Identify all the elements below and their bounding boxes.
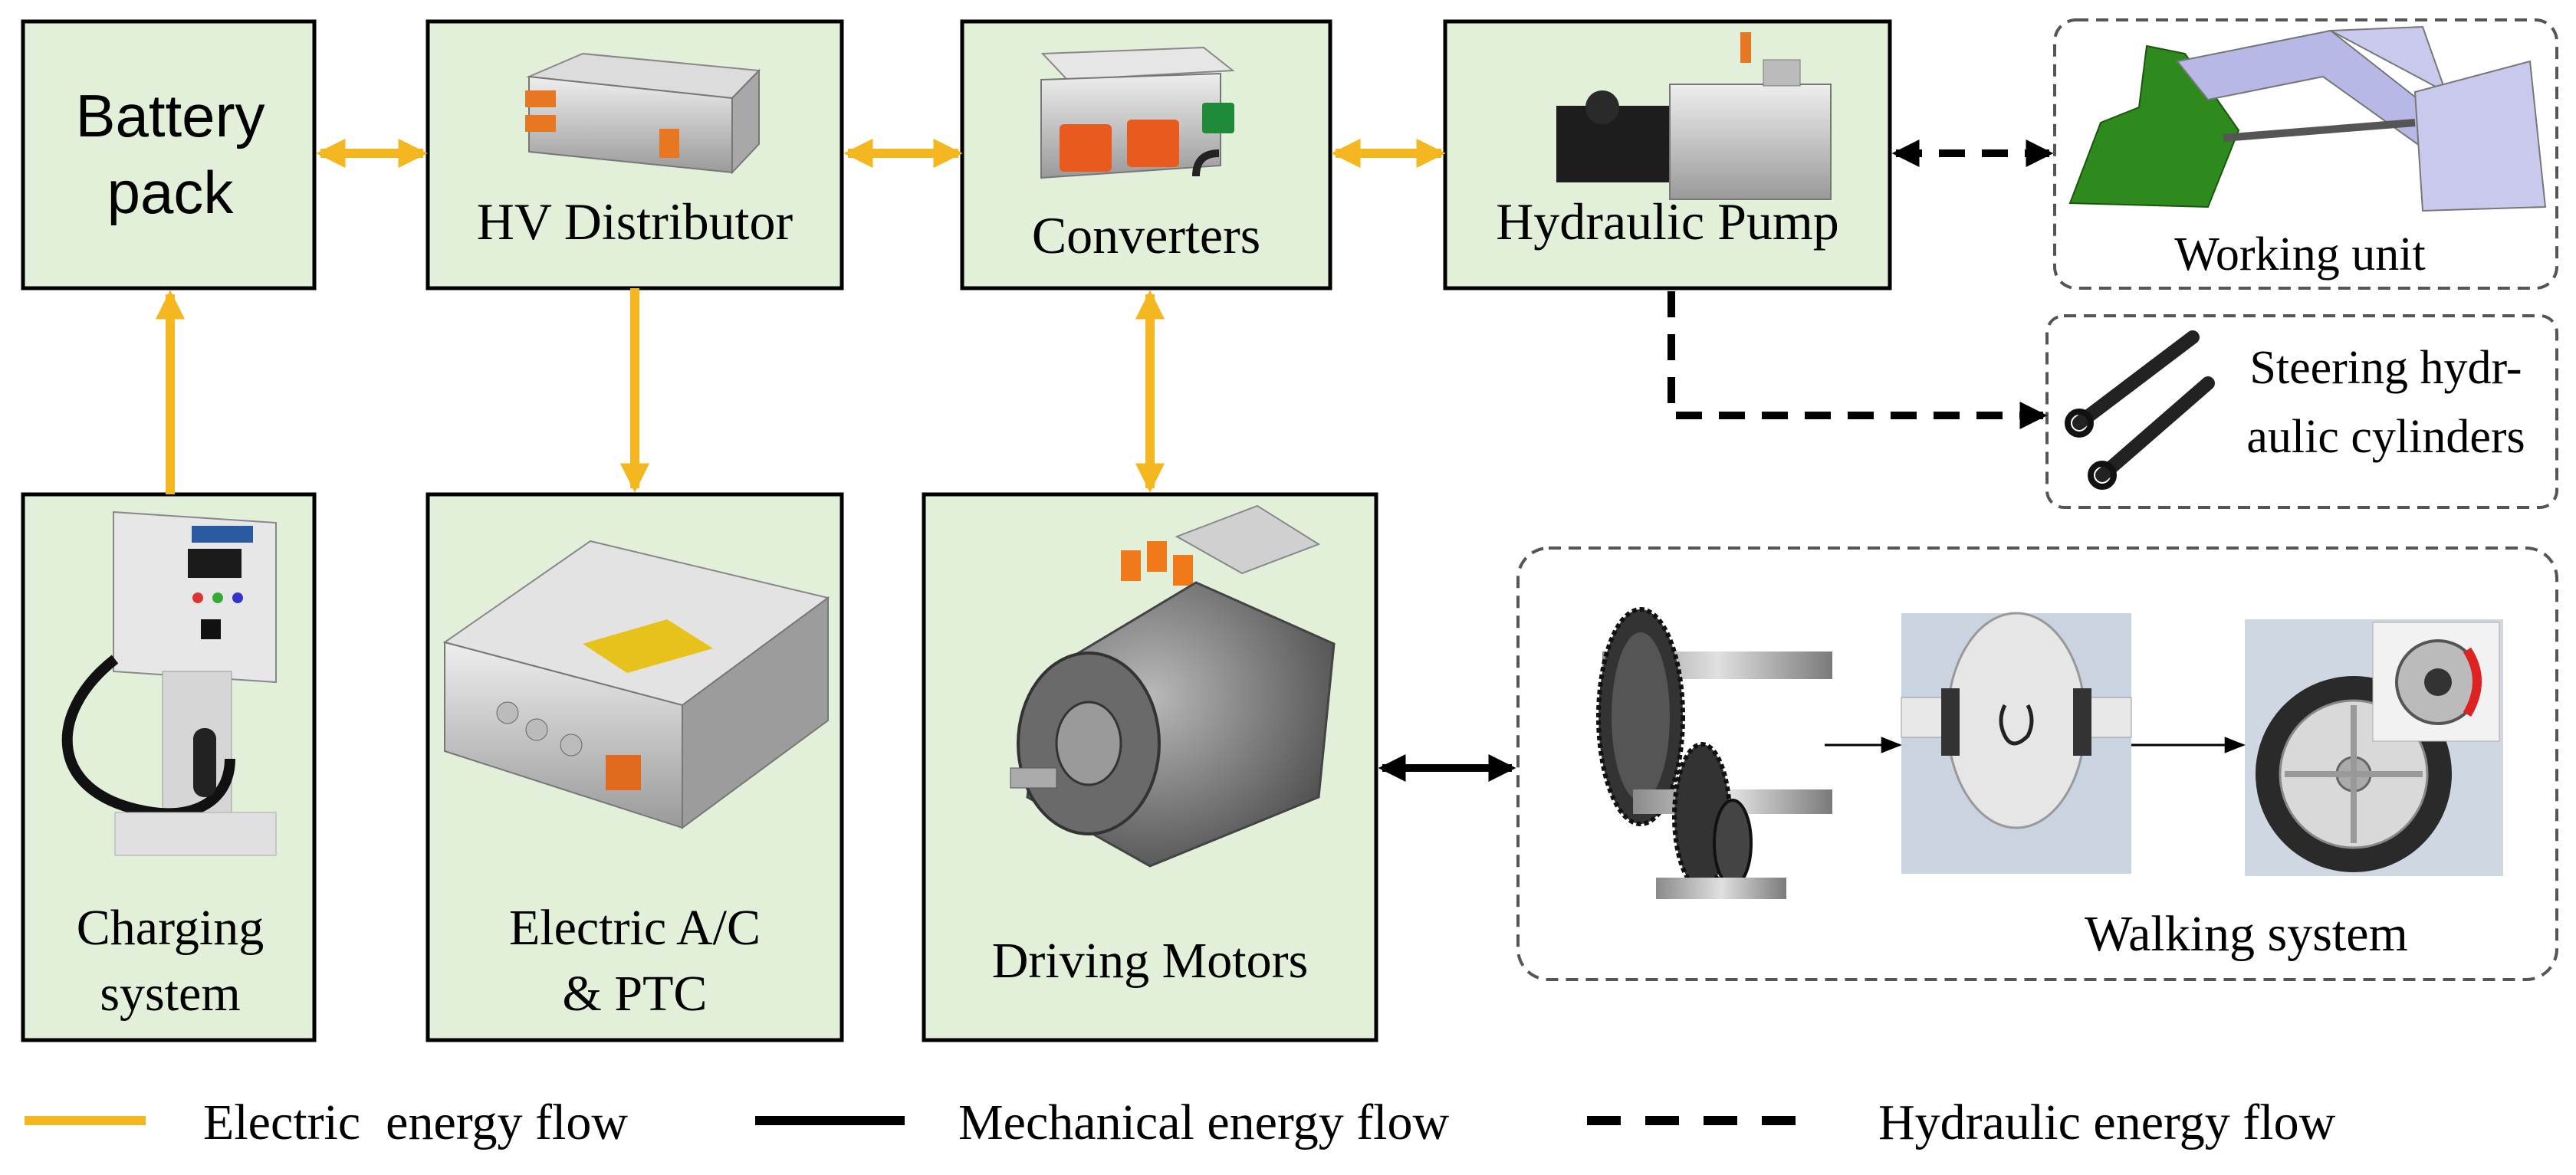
charging-station-photo-icon: [61, 510, 277, 856]
electric-flow-arrows: [155, 138, 1446, 494]
hv-distributor-photo-icon: [525, 52, 761, 175]
hydraulic-pump-photo-icon: [1556, 32, 1832, 200]
converters-box: Converters: [960, 19, 1332, 290]
electric-motor-photo-icon: [1010, 504, 1336, 868]
battery-pack-label: Battery: [75, 82, 264, 149]
legend-electric-label: Electric energy flow: [203, 1095, 628, 1150]
charging-system-label: Charging: [77, 900, 264, 956]
gear-train-photo-icon: [1596, 607, 1832, 899]
charging-system-label-line2: system: [100, 966, 240, 1022]
battery-pack-label-line2: pack: [107, 159, 235, 226]
driving-motors-box: Driving Motors: [922, 492, 1378, 1042]
electric-ac-label: Electric A/C: [509, 900, 761, 956]
walking-system-group: Walking system: [1516, 546, 2558, 981]
battery-pack-box: Battery pack: [21, 19, 317, 290]
walking-system-label: Walking system: [2085, 906, 2408, 962]
steering-label: Steering hydr-: [2249, 342, 2522, 394]
legend-mechanical-label: Mechanical energy flow: [958, 1095, 1450, 1150]
charging-system-box: Charging system: [21, 492, 317, 1042]
legend-hydraulic-label: Hydraulic energy flow: [1878, 1095, 2336, 1150]
differential-photo-icon: [1901, 612, 2132, 874]
hv-distributor-box: HV Distributor: [426, 19, 844, 290]
converter-unit-photo-icon: [1040, 46, 1235, 179]
steering-label-line2: aulic cylinders: [2246, 411, 2525, 463]
wheel-brake-photo-icon: [2245, 619, 2503, 876]
legend: Electric energy flow Mechanical energy f…: [25, 1095, 2336, 1150]
converters-label: Converters: [1032, 206, 1260, 264]
working-unit-label: Working unit: [2174, 228, 2425, 281]
electric-ac-label-line2: & PTC: [563, 966, 708, 1022]
hydraulic-pump-box: Hydraulic Pump: [1443, 19, 1892, 290]
electric-ac-ptc-box: Electric A/C & PTC: [426, 492, 844, 1042]
hydraulic-flow-arrows: [1668, 139, 2054, 429]
steering-cylinders-group: Steering hydr- aulic cylinders: [2045, 314, 2558, 509]
mechanical-flow-arrows: [1378, 737, 2246, 782]
hv-distributor-label: HV Distributor: [477, 192, 794, 251]
hydraulic-pump-label: Hydraulic Pump: [1496, 192, 1839, 251]
electric-ac-unit-photo-icon: [442, 540, 830, 829]
driving-motors-label: Driving Motors: [992, 933, 1309, 989]
hydraulic-cylinder-photo-icon: [2065, 330, 2215, 490]
arrow-pump-steering: [1668, 291, 2048, 429]
loader-arm-photo-icon: [2068, 25, 2547, 212]
working-unit-group: Working unit: [2053, 18, 2558, 290]
